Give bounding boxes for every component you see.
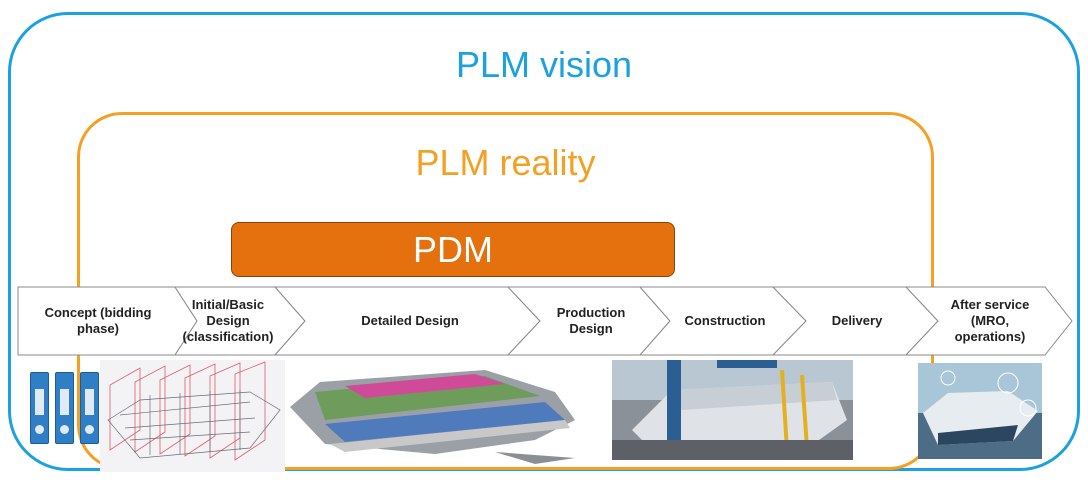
cruise-ship-3d-image xyxy=(285,362,580,466)
binders-image xyxy=(30,372,100,444)
pdm-bar: PDM xyxy=(231,222,675,277)
stage-label-detailed-design: Detailed Design xyxy=(361,313,459,328)
shipyard-construction-image xyxy=(612,360,853,460)
stage-label-construction: Construction xyxy=(684,313,766,328)
plm-vision-title: PLM vision xyxy=(455,44,633,85)
plm-reality-title: PLM reality xyxy=(415,142,596,183)
ship-wireframe-image xyxy=(100,360,285,472)
ship-in-service-image xyxy=(918,363,1042,459)
stage-label-production-design: Production Design xyxy=(556,305,626,336)
stage-label-after-service: After service (MRO, operations) xyxy=(950,297,1030,344)
stage-label-concept: Concept (bidding phase) xyxy=(44,305,152,336)
stage-chevron-after-service xyxy=(904,286,1073,356)
stage-label-delivery: Delivery xyxy=(831,313,883,328)
stage-label-initial-design: Initial/Basic Design (classification) xyxy=(182,297,274,344)
